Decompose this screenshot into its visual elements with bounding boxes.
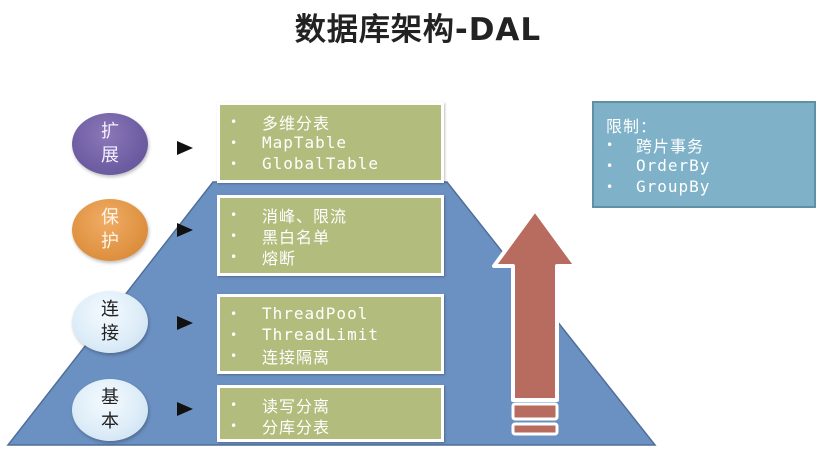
item-text: 消峰、限流 <box>262 206 348 226</box>
layer-badge-protect: 保 护 <box>72 199 148 261</box>
pointer-triangle-icon <box>177 141 193 155</box>
pointer-triangle-icon <box>177 402 193 416</box>
list-item: • ThreadPool <box>230 303 441 324</box>
item-text: MapTable <box>262 133 348 152</box>
pointer-triangle-icon <box>177 316 193 330</box>
item-text: GlobalTable <box>262 154 379 173</box>
limitations-box: 限制： • 跨片事务 • OrderBy • GroupBy <box>592 101 816 208</box>
bullet-icon: • <box>606 158 615 173</box>
bullet-icon: • <box>230 249 239 264</box>
bullet-icon: • <box>230 228 239 243</box>
list-item: • 分库分表 <box>230 415 441 437</box>
list-item: • MapTable <box>230 132 441 153</box>
list-item: • 消峰、限流 <box>230 204 441 226</box>
bullet-icon: • <box>230 397 239 412</box>
bullet-icon: • <box>230 418 239 433</box>
bullet-icon: • <box>230 207 239 222</box>
layer-box-protect: • 消峰、限流 • 黑白名单 • 熔断 <box>217 195 444 276</box>
layer-badge-char: 接 <box>101 323 119 344</box>
up-arrow <box>492 208 578 436</box>
layer-badge-char: 基 <box>101 387 119 408</box>
pointer-triangle-icon <box>177 223 193 237</box>
item-text: 连接隔离 <box>262 347 331 367</box>
list-item: • 连接隔离 <box>230 345 441 367</box>
diagram-title: 数据库架构-DAL <box>294 12 542 48</box>
bullet-icon: • <box>230 114 239 129</box>
bullet-icon: • <box>230 156 239 171</box>
layer-badge-expand: 扩 展 <box>72 113 148 175</box>
up-arrow-bar-2 <box>511 422 559 436</box>
layer-box-connect: • ThreadPool • ThreadLimit • 连接隔离 <box>217 294 444 374</box>
bullet-icon: • <box>606 179 615 194</box>
layer-badge-char: 本 <box>101 411 119 432</box>
layer-box-expand: • 多维分表 • MapTable • GlobalTable <box>217 102 444 183</box>
list-item: • GlobalTable <box>230 153 441 174</box>
item-text: 熔断 <box>262 248 297 268</box>
layer-badge-char: 连 <box>101 299 119 320</box>
bullet-icon: • <box>230 135 239 150</box>
layer-box-basic: • 读写分离 • 分库分表 <box>217 385 444 442</box>
item-text: GroupBy <box>636 177 711 196</box>
item-text: 跨片事务 <box>636 136 705 156</box>
item-text: 分库分表 <box>262 417 331 437</box>
item-text: OrderBy <box>636 156 711 175</box>
item-text: 读写分离 <box>262 396 331 416</box>
bullet-icon: • <box>606 137 615 152</box>
layer-badge-char: 扩 <box>101 121 119 142</box>
layer-badge-char: 保 <box>101 207 119 228</box>
item-text: 多维分表 <box>262 113 331 133</box>
layer-badge-char: 护 <box>101 231 119 252</box>
layer-badge-connect: 连 接 <box>72 291 148 353</box>
limitations-title: 限制： <box>606 117 658 136</box>
bullet-icon: • <box>230 327 239 342</box>
list-item: • 多维分表 <box>230 111 441 133</box>
list-item: • 跨片事务 <box>606 134 814 156</box>
item-text: ThreadLimit <box>262 325 379 344</box>
item-text: 黑白名单 <box>262 227 331 247</box>
up-arrow-bar-1 <box>511 402 559 421</box>
list-item: • GroupBy <box>606 176 814 197</box>
list-item: • OrderBy <box>606 155 814 176</box>
layer-badge-char: 展 <box>101 145 119 166</box>
list-item: • 读写分离 <box>230 394 441 416</box>
bullet-icon: • <box>230 348 239 363</box>
up-arrow-body <box>492 208 578 402</box>
layer-badge-basic: 基 本 <box>72 379 148 441</box>
list-item: • 熔断 <box>230 246 441 268</box>
bullet-icon: • <box>230 306 239 321</box>
list-item: • ThreadLimit <box>230 324 441 345</box>
list-item: • 黑白名单 <box>230 225 441 247</box>
item-text: ThreadPool <box>262 304 369 323</box>
